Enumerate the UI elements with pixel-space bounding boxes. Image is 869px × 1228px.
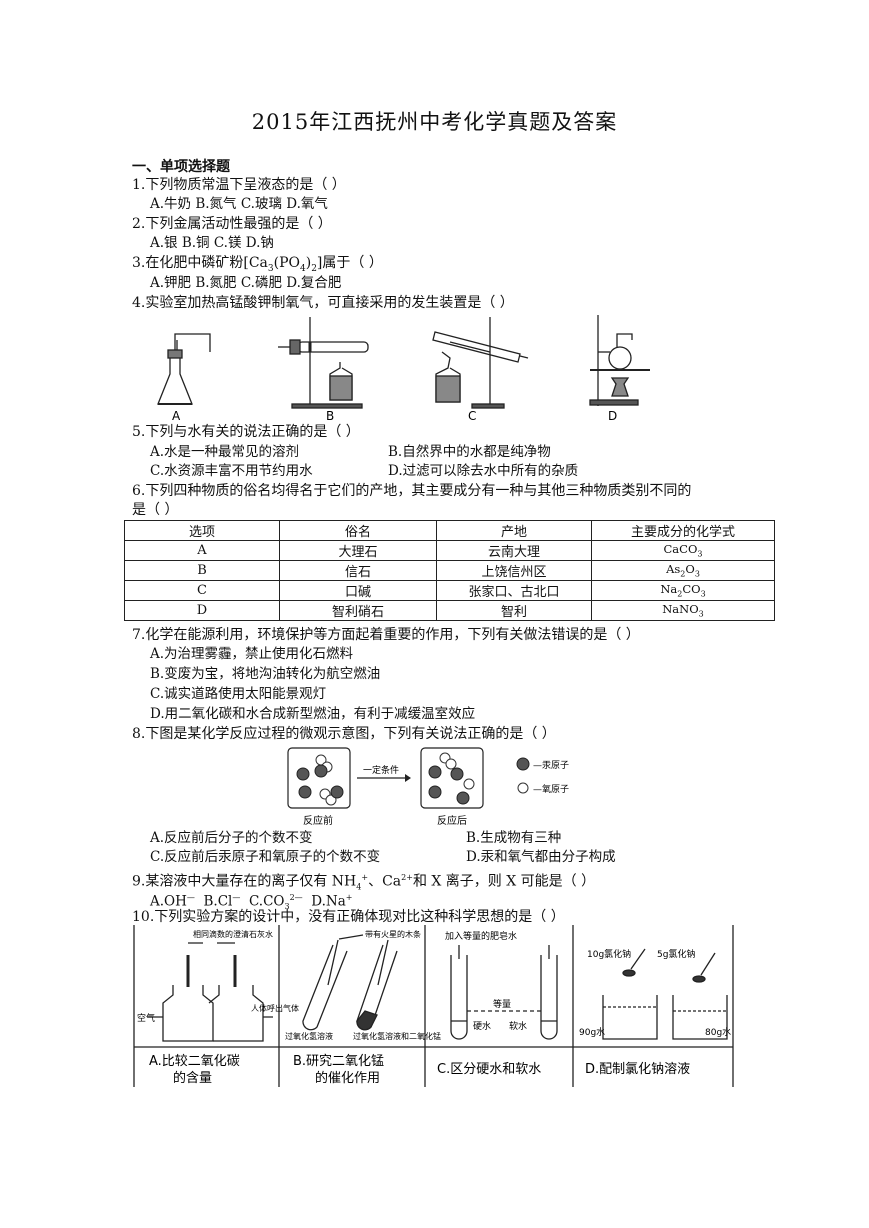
arrow-label: 一定条件: [363, 764, 399, 776]
option-8b: B.生成物有三种: [466, 830, 562, 846]
question-3: 3.在化肥中磷矿粉[Ca3(PO4)2]属于（ ）: [132, 255, 383, 274]
panel-b-caption-2: 的催化作用: [315, 1070, 380, 1086]
table-cell: 智利: [436, 600, 592, 621]
option-8d: D.汞和氧气都由分子构成: [466, 849, 616, 865]
table-cell-formula: NaNO3: [591, 600, 775, 621]
panel-d-water2-label: 80g水: [705, 1026, 731, 1038]
table-header: 主要成分的化学式: [591, 520, 775, 541]
panel-d-beakers-icon: [602, 948, 728, 1040]
label-c: C: [468, 409, 476, 423]
option-5a: A.水是一种最常见的溶剂: [150, 444, 300, 460]
table-header-row: 选项 俗名 产地 主要成分的化学式: [124, 520, 775, 541]
table-cell: 上饶信州区: [436, 560, 592, 581]
panel-b-right-label: 过氧化氢溶液和二氧化锰: [353, 1031, 441, 1041]
table-row: A 大理石 云南大理 CaCO3: [124, 540, 775, 561]
table-header: 产地: [436, 520, 592, 541]
question-2-options: A.银 B.铜 C.镁 D.钠: [150, 235, 274, 251]
before-particles: [296, 754, 344, 806]
table-cell: C: [124, 580, 280, 601]
option-5b: B.自然界中的水都是纯净物: [388, 444, 551, 460]
label-b: B: [326, 409, 334, 423]
option-7a: A.为治理雾霾，禁止使用化石燃料: [150, 646, 354, 662]
label-a: A: [172, 409, 181, 423]
before-label: 反应前: [303, 814, 333, 827]
table-cell: D: [124, 600, 280, 621]
experiment-panels: 相同滴数的澄清石灰水 空气 人体呼出气体 带有火星的木条 过氧化氢溶液 过氧化氢…: [133, 925, 734, 1087]
panel-c-top-label: 加入等量的肥皂水: [445, 930, 517, 942]
option-7c: C.诚实道路使用太阳能景观灯: [150, 686, 327, 702]
option-8c: C.反应前后汞原子和氧原子的个数不变: [150, 849, 381, 865]
table-cell: 信石: [279, 560, 437, 581]
question-5: 5.下列与水有关的说法正确的是（ ）: [132, 424, 360, 440]
reaction-diagram: 一定条件 反应前 反应后 —汞原子 —氧原子: [287, 747, 569, 827]
legend-oxygen: —氧原子: [533, 783, 569, 795]
question-8: 8.下图是某化学反应过程的微观示意图，下列有关说法正确的是（ ）: [132, 726, 556, 742]
panel-c-test-tubes-icon: [450, 945, 558, 1040]
panel-c-caption: C.区分硬水和软水: [437, 1062, 541, 1077]
apparatus-figure: A B C D: [157, 315, 650, 423]
option-7b: B.变废为宝，将地沟油转化为航空燃油: [150, 666, 381, 682]
question-7: 7.化学在能源利用，环境保护等方面起着重要的作用，下列有关做法错误的是（ ）: [132, 627, 640, 643]
table-row: C 口碱 张家口、古北口 Na2CO3: [124, 580, 775, 601]
question-9: 9.某溶液中大量存在的离子仅有 NH4+、Ca2+和 X 离子，则 X 可能是（…: [132, 873, 596, 892]
section-heading: 一、单项选择题: [132, 159, 230, 175]
after-label: 反应后: [437, 814, 467, 827]
table-row: B 信石 上饶信州区 As2O3: [124, 560, 775, 581]
panel-c-equal-label: 等量: [493, 998, 511, 1010]
table-cell: 大理石: [279, 540, 437, 561]
question-2: 2.下列金属活动性最强的是（ ）: [132, 216, 332, 232]
table-cell-formula: As2O3: [591, 560, 775, 581]
apparatus-b-stand-icon: [278, 317, 369, 409]
option-8a: A.反应前后分子的个数不变: [150, 830, 313, 846]
table-row: D 智利硝石 智利 NaNO3: [124, 600, 775, 621]
panel-a-bottles-icon: [147, 942, 273, 1042]
question-1: 1.下列物质常温下呈液态的是（ ）: [132, 177, 346, 193]
question-6-table: 选项 俗名 产地 主要成分的化学式 A 大理石 云南大理 CaCO3 B 信石 …: [124, 520, 775, 621]
mercury-atom-icon: [516, 757, 530, 771]
panel-d-salt2-label: 5g氯化钠: [657, 948, 695, 960]
panel-b-stick-label: 带有火星的木条: [365, 929, 421, 939]
oxygen-atom-icon: [517, 782, 529, 794]
panel-b-test-tubes-icon: [302, 934, 398, 1031]
question-9-options: A.OH— B.Cl— C.CO32— D.Na+: [150, 893, 353, 912]
question-6-cont: 是（ ）: [132, 502, 179, 518]
question-3-options: A.钾肥 B.氮肥 C.磷肥 D.复合肥: [150, 275, 342, 291]
panel-a-air-label: 空气: [137, 1012, 155, 1024]
question-1-options: A.牛奶 B.氮气 C.玻璃 D.氧气: [150, 196, 328, 212]
page-title: 2015年江西抚州中考化学真题及答案: [251, 110, 618, 134]
table-header: 俗名: [279, 520, 437, 541]
table-cell: A: [124, 540, 280, 561]
panel-a-breath-label: 人体呼出气体: [251, 1003, 299, 1013]
table-cell: 口碱: [279, 580, 437, 601]
panel-d-water1-label: 90g水: [579, 1026, 605, 1038]
table-cell: 云南大理: [436, 540, 592, 561]
apparatus-c-stand-icon: [432, 317, 529, 409]
after-particles: [428, 752, 475, 805]
table-cell-formula: CaCO3: [591, 540, 775, 561]
panel-c-soft-label: 软水: [509, 1020, 527, 1032]
panel-d-salt1-label: 10g氯化钠: [587, 948, 631, 960]
panel-b-left-label: 过氧化氢溶液: [285, 1031, 333, 1041]
label-d: D: [608, 409, 617, 423]
apparatus-a-flask-icon: [157, 333, 211, 405]
table-cell: 智利硝石: [279, 600, 437, 621]
table-cell: B: [124, 560, 280, 581]
panel-a-caption-2: 的含量: [173, 1070, 212, 1086]
question-4: 4.实验室加热高锰酸钾制氧气，可直接采用的发生装置是（ ）: [132, 295, 514, 311]
option-5d: D.过滤可以除去水中所有的杂质: [388, 463, 579, 479]
panel-a-caption: A.比较二氧化碳: [149, 1054, 240, 1069]
table-cell-formula: Na2CO3: [591, 580, 775, 601]
legend-mercury: —汞原子: [533, 760, 569, 771]
apparatus-d-stand-icon: [589, 315, 650, 406]
panel-a-drop-label: 相同滴数的澄清石灰水: [193, 929, 273, 939]
panel-b-caption: B.研究二氧化锰: [293, 1054, 384, 1069]
option-5c: C.水资源丰富不用节约用水: [150, 463, 313, 479]
question-10: 10.下列实验方案的设计中，没有正确体现对比这种科学思想的是（ ）: [132, 909, 565, 925]
panel-d-caption: D.配制氯化钠溶液: [585, 1062, 690, 1077]
table-header: 选项: [124, 520, 280, 541]
question-6: 6.下列四种物质的俗名均得名于它们的产地，其主要成分有一种与其他三种物质类别不同…: [132, 483, 692, 499]
panel-c-hard-label: 硬水: [473, 1020, 491, 1032]
option-7d: D.用二氧化碳和水合成新型燃油，有利于减缓温室效应: [150, 706, 476, 722]
table-cell: 张家口、古北口: [436, 580, 592, 601]
